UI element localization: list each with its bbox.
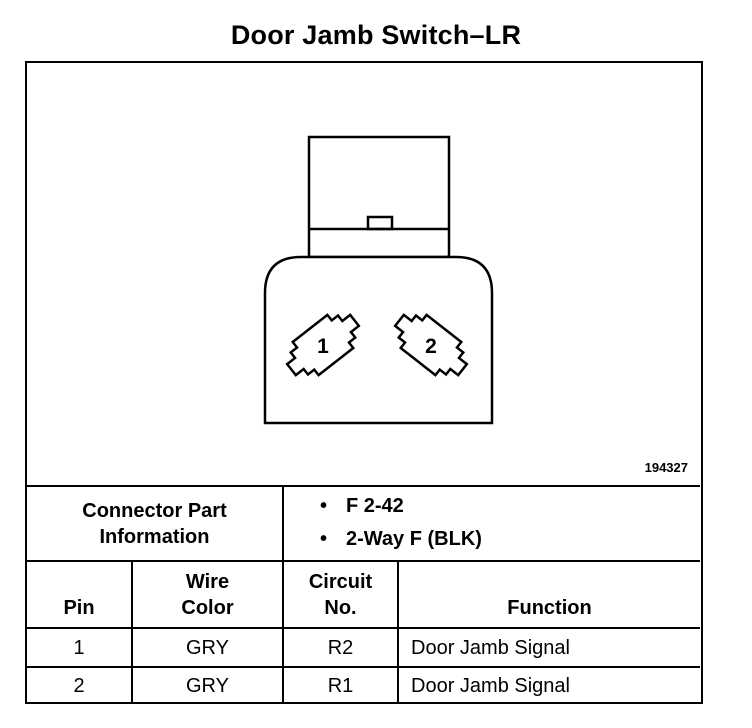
pin-label-1: 1 <box>317 335 329 358</box>
row-2-function: Door Jamb Signal <box>411 675 570 697</box>
part-info-list: F 2-42 2-Way F (BLK) <box>320 490 482 556</box>
divider-col-circuit <box>397 561 399 704</box>
part-info-label: Connector Part Information <box>82 500 227 548</box>
terminal-1 <box>285 313 361 377</box>
header-function: Function <box>507 596 592 619</box>
divider-col-pin <box>131 561 133 704</box>
row-1-wire-color: GRY <box>186 636 229 659</box>
pin-label-2: 2 <box>425 335 437 358</box>
divider-table-header <box>27 560 700 562</box>
page-title: Door Jamb Switch–LR <box>230 20 522 50</box>
divider-row-1 <box>27 627 700 629</box>
row-2-circuit: R1 <box>327 675 354 697</box>
header-wire-color: Wire Color <box>181 571 234 619</box>
row-2-pin: 2 <box>73 675 85 697</box>
connector-latch <box>307 135 451 259</box>
row-2-wire-color: GRY <box>186 675 229 697</box>
divider-row-2 <box>27 666 700 668</box>
header-circuit-no: Circuit No. <box>308 571 373 619</box>
row-1-function: Door Jamb Signal <box>411 636 570 659</box>
connector-lock-tab <box>366 215 394 231</box>
connector-drawing: 1 2 <box>263 135 494 425</box>
divider-part-info <box>27 485 700 487</box>
part-info-item: 2-Way F (BLK) <box>320 523 482 556</box>
connector-housing <box>263 255 494 425</box>
divider-part-info-vertical <box>282 486 284 561</box>
part-info-item: F 2-42 <box>320 490 482 523</box>
figure-number: 194327 <box>644 460 688 475</box>
connector-frame: 1 2 194327 Connector Part Information F … <box>25 61 703 704</box>
terminal-2 <box>393 313 469 377</box>
header-pin: Pin <box>63 596 95 619</box>
divider-col-wire <box>282 561 284 704</box>
connector-diagram: 1 2 194327 <box>27 63 700 486</box>
row-1-pin: 1 <box>73 636 85 659</box>
row-1-circuit: R2 <box>327 636 354 659</box>
